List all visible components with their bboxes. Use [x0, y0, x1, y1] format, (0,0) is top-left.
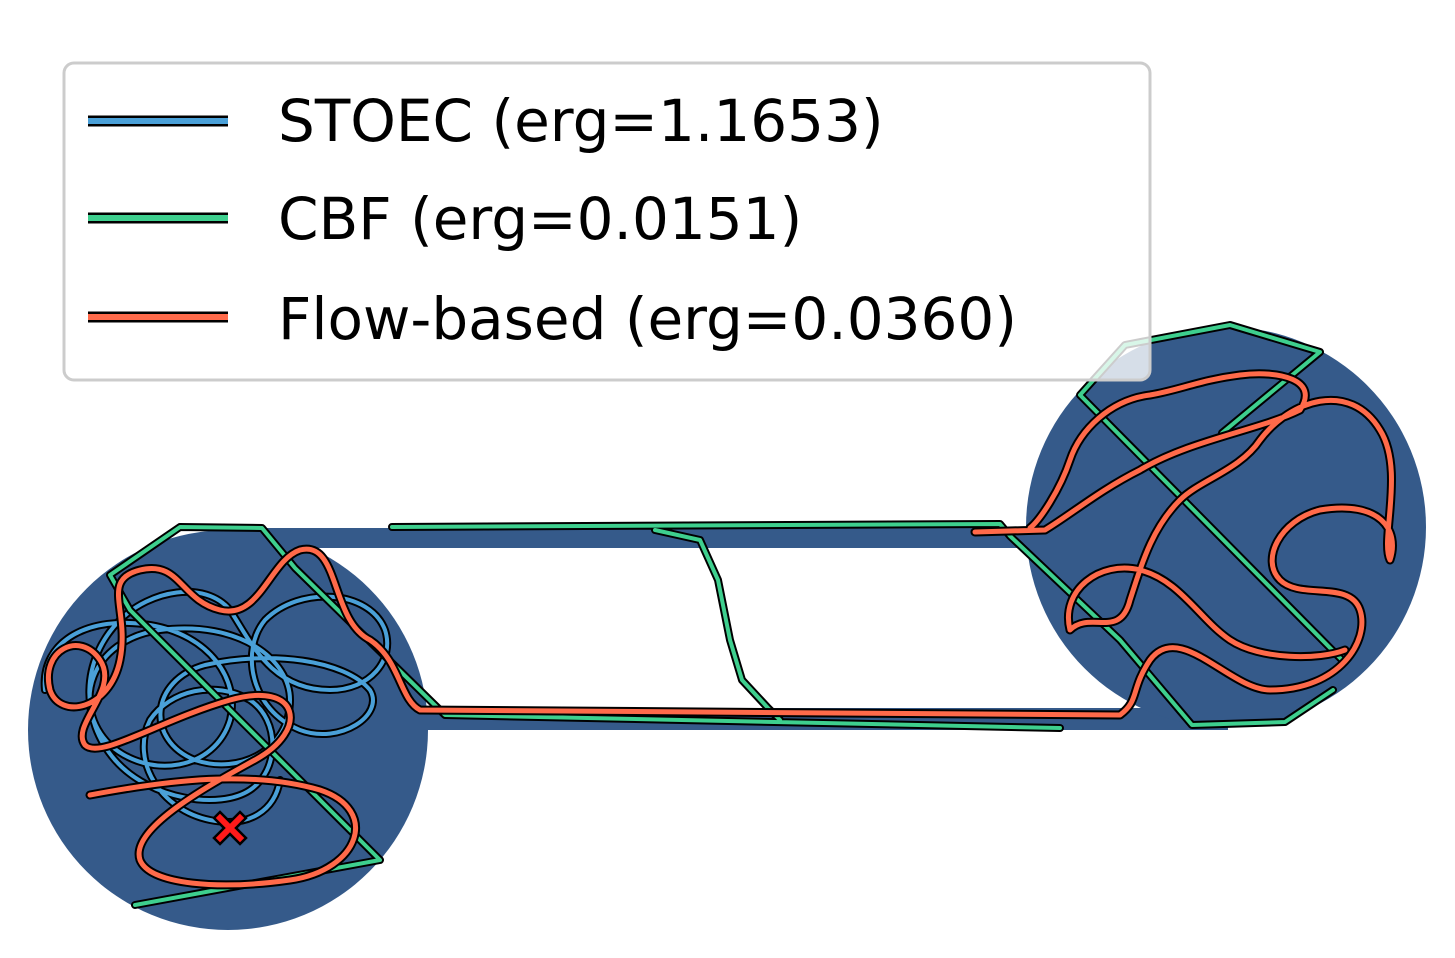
legend-label-flow: Flow-based (erg=0.0360): [278, 285, 1017, 353]
trajectories: [40, 321, 1397, 909]
legend-frame: [62, 61, 1152, 382]
trajectory-cbf: [108, 323, 1344, 907]
legend-label-cbf: CBF (erg=0.0151): [278, 185, 802, 253]
legend: STOEC (erg=1.1653) CBF (erg=0.0151) Flow…: [62, 61, 1152, 382]
legend-entry-stoec: STOEC (erg=1.1653): [88, 87, 884, 155]
environment-regions: [28, 327, 1426, 930]
start-x-marker: [212, 810, 248, 846]
start-marker: [212, 810, 248, 846]
legend-entry-cbf: CBF (erg=0.0151): [88, 185, 802, 253]
legend-label-stoec: STOEC (erg=1.1653): [278, 87, 884, 155]
legend-entry-flow: Flow-based (erg=0.0360): [88, 285, 1017, 353]
trajectory-flow: [46, 371, 1395, 888]
right-region: [1026, 327, 1426, 727]
